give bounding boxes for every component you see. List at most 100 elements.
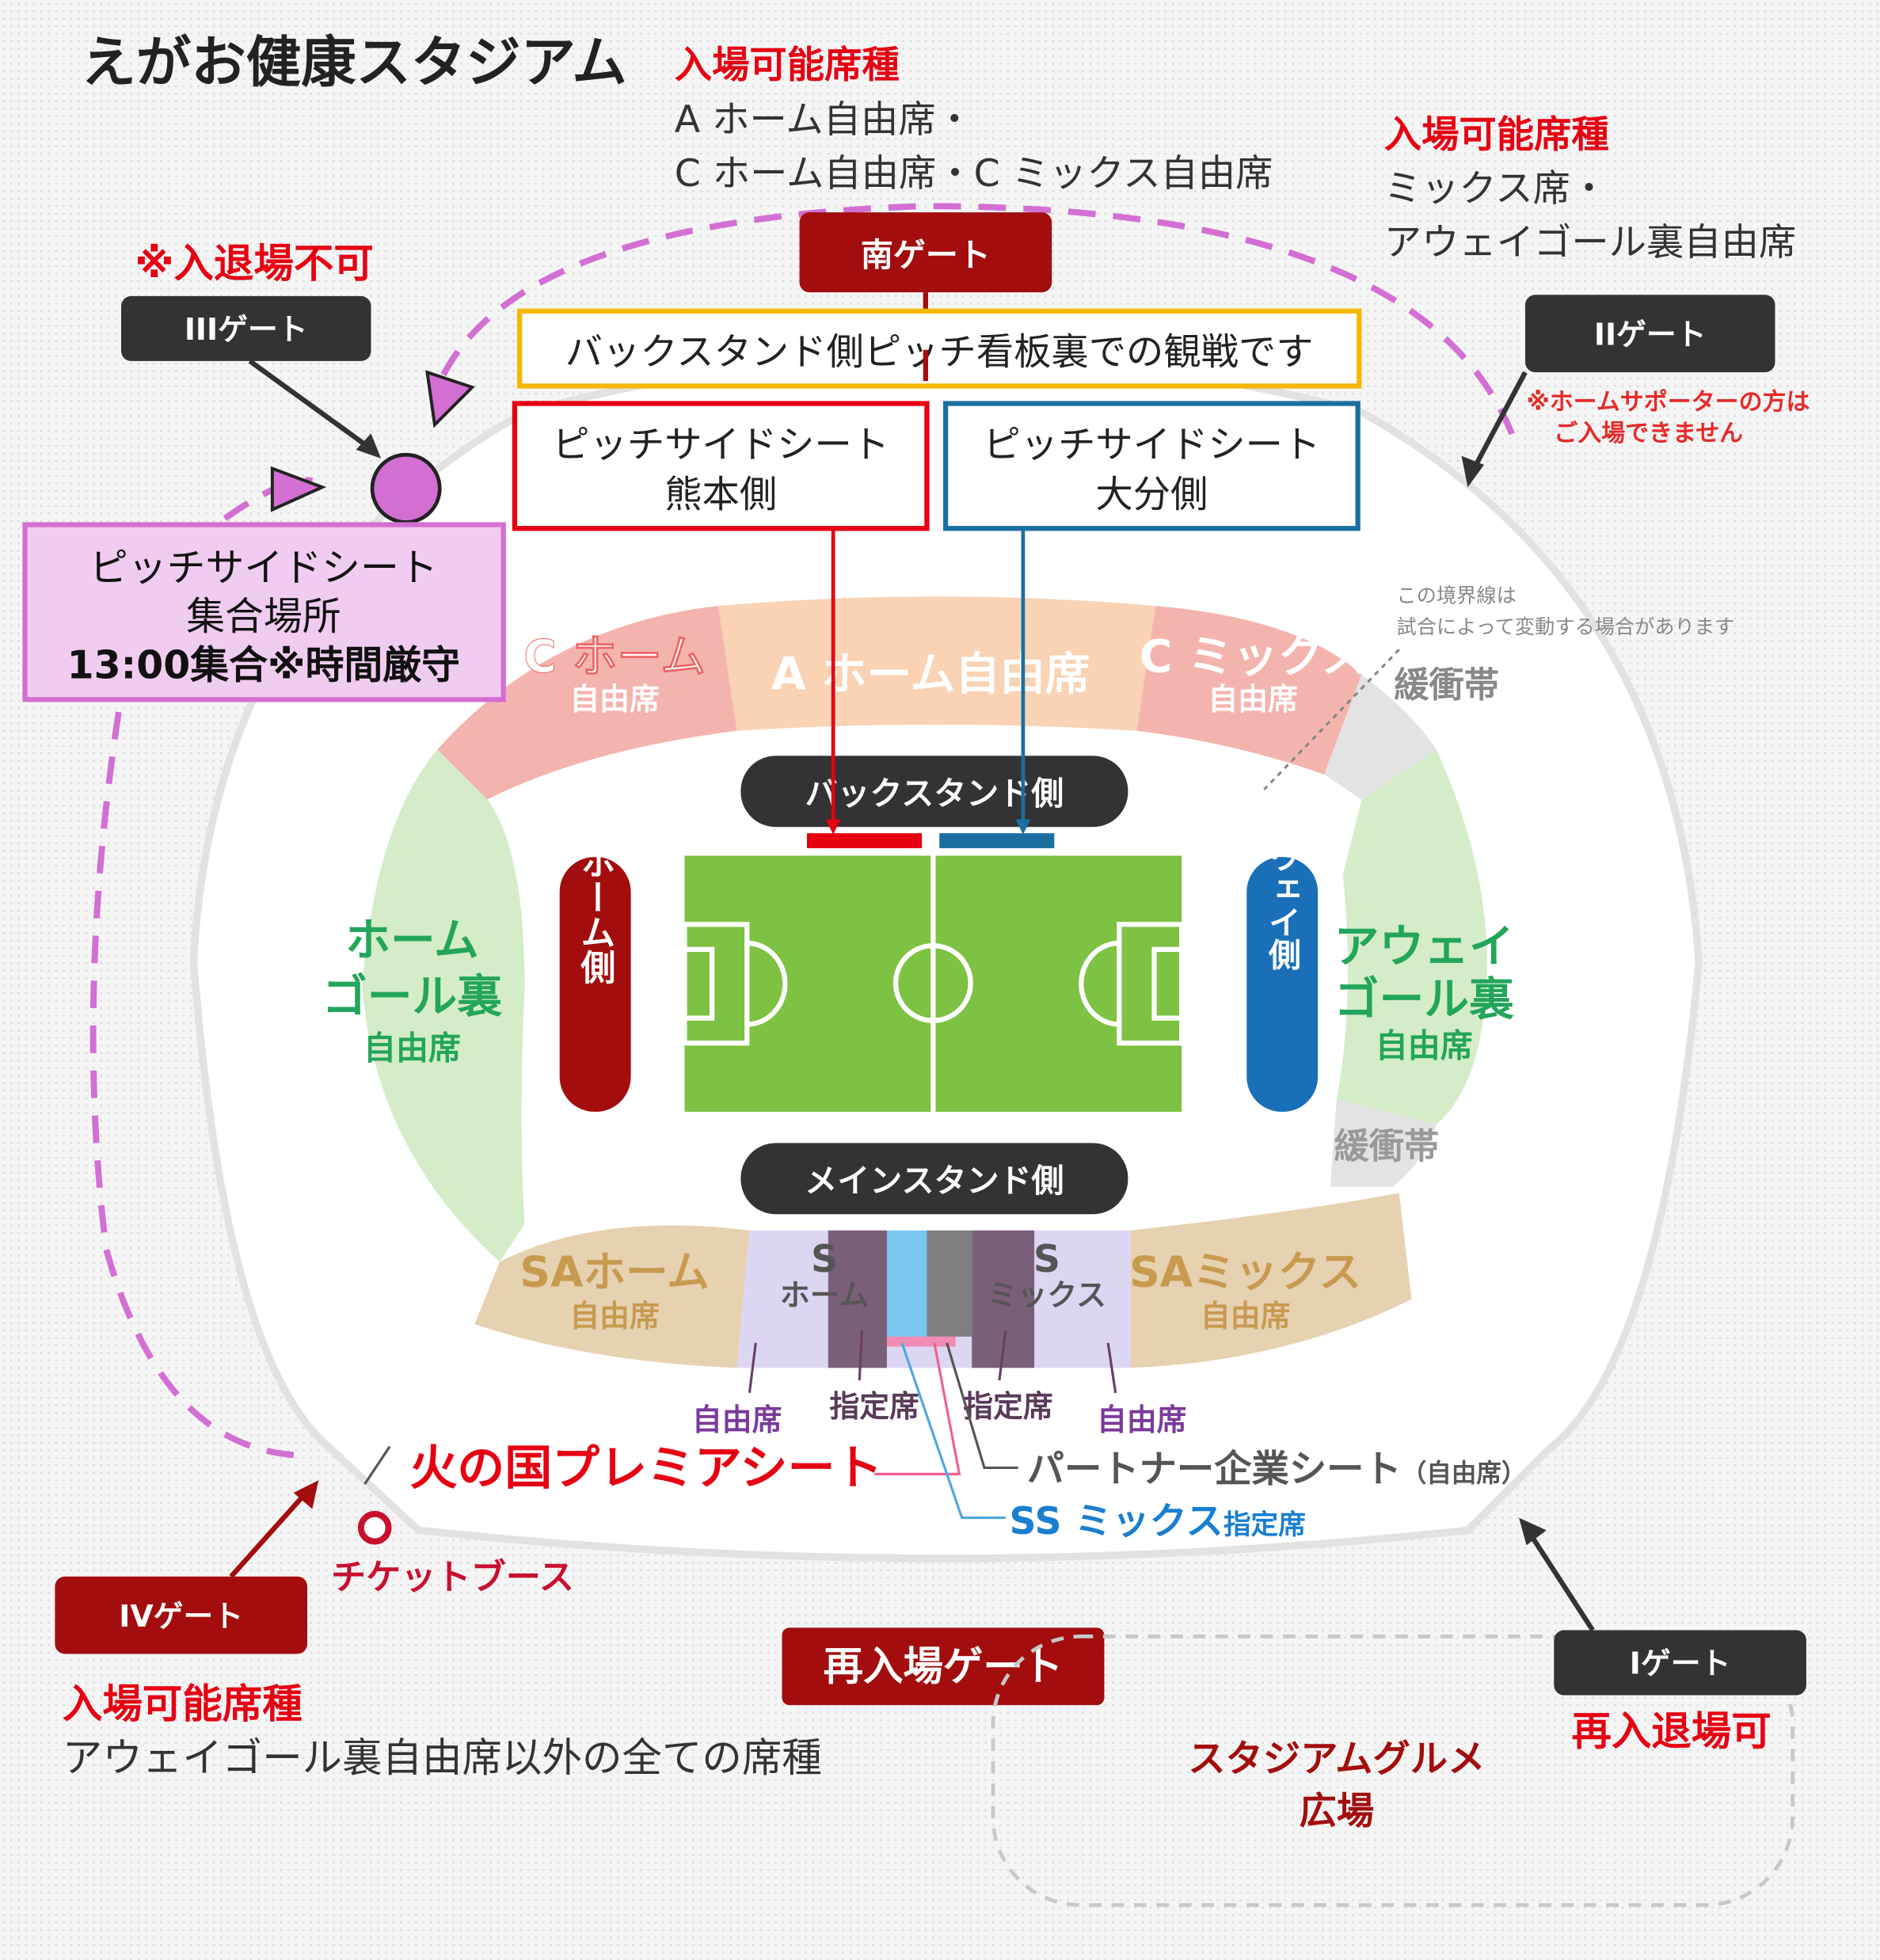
reserved-seat-label-right: 指定席 bbox=[963, 1389, 1053, 1424]
c-home-label: C ホーム bbox=[523, 631, 706, 683]
section-premier bbox=[886, 1336, 956, 1347]
gate3-badge bbox=[121, 295, 371, 361]
bottom-leaders bbox=[363, 1342, 1018, 1520]
ss-mix-label: SS ミックス指定席 bbox=[1010, 1500, 1306, 1543]
south-entry-label: 入場可能席種 bbox=[675, 44, 900, 87]
section-c-mix bbox=[1136, 606, 1362, 775]
s-mix-label-2: ミックス bbox=[988, 1277, 1106, 1312]
gate2-note-1: ※ホームサポーターの方は bbox=[1527, 388, 1810, 416]
back-stand-pill bbox=[740, 755, 1128, 828]
premier-seat-label: 火の国プレミアシート bbox=[409, 1441, 882, 1496]
gourmet-area bbox=[991, 1635, 1794, 1907]
gate4-badge bbox=[55, 1576, 308, 1654]
a-home-label: A ホーム自由席 bbox=[771, 649, 1090, 701]
section-home-goal bbox=[362, 749, 525, 1262]
boundary-note-2: 試合によって変動する場合があります bbox=[1397, 615, 1735, 638]
gate4-entry-label: 入場可能席種 bbox=[63, 1680, 303, 1727]
section-sa-mix bbox=[1130, 1193, 1412, 1368]
sa-home-label: SAホーム bbox=[519, 1247, 709, 1297]
home-side-pill bbox=[559, 857, 631, 1112]
gate1-arrow bbox=[1519, 1517, 1595, 1632]
meeting-box bbox=[22, 522, 506, 702]
section-s-home-reserved bbox=[828, 1230, 887, 1368]
s-home-label-1: S bbox=[811, 1238, 838, 1281]
pitch bbox=[682, 855, 1185, 1112]
s-home-label-2: ホーム bbox=[780, 1277, 869, 1312]
meeting-line1: ピッチサイドシート bbox=[89, 546, 438, 591]
meeting-line3: 13:00集合※時間厳守 bbox=[67, 643, 460, 688]
free-seat-label-right: 自由席 bbox=[1097, 1402, 1187, 1437]
sa-mix-sub: 自由席 bbox=[1201, 1299, 1291, 1334]
partner-seat-label: パートナー企業シート（自由席） bbox=[1027, 1448, 1527, 1491]
section-ss-home bbox=[886, 1230, 927, 1337]
main-stand-pill bbox=[740, 1143, 1128, 1215]
pitchside-kumamoto-line1: ピッチサイドシート bbox=[552, 423, 889, 466]
gate1-badge bbox=[1554, 1630, 1806, 1695]
free-seat-label-left: 自由席 bbox=[692, 1402, 782, 1437]
ss-mix-sub: 指定席 bbox=[1224, 1509, 1306, 1541]
partner-seat-sub: （自由席） bbox=[1402, 1459, 1527, 1488]
gate3-note: ※入退場不可 bbox=[135, 240, 373, 287]
backstand-note: バックスタンド側ピッチ看板裏での観戦です bbox=[565, 331, 1314, 375]
south-gate-badge bbox=[799, 212, 1052, 293]
meeting-point-marker bbox=[370, 452, 442, 524]
section-ss-mix bbox=[927, 1230, 972, 1337]
reentry-gate-label: 再入場ゲート bbox=[824, 1643, 1064, 1690]
pitchside-oita-box bbox=[942, 401, 1361, 531]
gate2-badge bbox=[1525, 295, 1775, 373]
pitchside-oita-arrow bbox=[1015, 528, 1031, 835]
gate2-arrow bbox=[1461, 371, 1528, 488]
direction-arrow-icon bbox=[425, 370, 475, 428]
ticket-booth-icon bbox=[357, 1510, 392, 1545]
meeting-route bbox=[440, 203, 1521, 451]
seat-type-leaders bbox=[748, 1330, 1117, 1394]
pitchside-oita-line1: ピッチサイドシート bbox=[983, 423, 1320, 466]
c-home-sub: 自由席 bbox=[569, 682, 660, 717]
sa-home-sub: 自由席 bbox=[569, 1299, 660, 1334]
backstand-note-box bbox=[517, 308, 1362, 389]
boundary-note-1: この境界線は bbox=[1397, 584, 1517, 607]
page-title: えがお健康スタジアム bbox=[82, 32, 627, 95]
section-a-home bbox=[718, 596, 1156, 731]
gate4-label: IVゲート bbox=[119, 1599, 243, 1634]
pitchside-kumamoto-line2: 熊本側 bbox=[664, 473, 777, 516]
south-entry-line2: C ホーム自由席・C ミックス自由席 bbox=[675, 152, 1273, 196]
buffer-label-top: 緩衝帯 bbox=[1394, 665, 1498, 706]
sa-mix-label: SAミックス bbox=[1129, 1247, 1361, 1297]
back-stand-label: バックスタンド側 bbox=[805, 774, 1064, 813]
pitchside-oita-line2: 大分側 bbox=[1095, 473, 1208, 516]
section-c-home bbox=[437, 606, 737, 800]
ticket-booth-label: チケットブース bbox=[331, 1557, 574, 1597]
gate2-note-2: ご入場できません bbox=[1554, 420, 1743, 447]
gate3-label: IIIゲート bbox=[185, 312, 308, 347]
pitchside-kumamoto-box bbox=[512, 401, 930, 531]
gourmet-label-1: スタジアムグルメ bbox=[1188, 1737, 1485, 1781]
gate2-label: IIゲート bbox=[1594, 317, 1707, 352]
away-goal-label-1: アウェイ bbox=[1334, 921, 1514, 973]
south-entry-line1: A ホーム自由席・ bbox=[675, 98, 973, 142]
home-goal-label-1: ホーム bbox=[345, 915, 479, 967]
away-side-label: アウェイ側 bbox=[1262, 809, 1302, 971]
c-mix-label: C ミックス bbox=[1140, 631, 1367, 683]
east-entry-label: 入場可能席種 bbox=[1384, 113, 1609, 157]
away-goal-label-2: ゴール裏 bbox=[1334, 973, 1514, 1026]
ss-mix-main: SS ミックス bbox=[1010, 1500, 1224, 1543]
s-mix-label-1: S bbox=[1033, 1238, 1060, 1281]
gate4-arrow bbox=[229, 1480, 319, 1578]
meeting-line2: 集合場所 bbox=[186, 594, 341, 639]
gate4-entry-text: アウェイゴール裏自由席以外の全ての席種 bbox=[63, 1734, 822, 1781]
reentry-gate-badge bbox=[782, 1627, 1105, 1706]
reserved-seat-label-left: 指定席 bbox=[829, 1389, 919, 1424]
home-goal-label-3: 自由席 bbox=[363, 1029, 461, 1068]
away-side-pill bbox=[1246, 857, 1319, 1112]
south-gate-label: 南ゲート bbox=[861, 236, 991, 274]
gourmet-label-2: 広場 bbox=[1300, 1790, 1375, 1833]
away-goal-label-3: 自由席 bbox=[1376, 1027, 1473, 1065]
buffer-label-bottom: 緩衝帯 bbox=[1334, 1126, 1439, 1166]
main-stand-label: メインスタンド側 bbox=[805, 1162, 1064, 1200]
home-side-label: ホーム側 bbox=[574, 844, 616, 984]
section-buffer-bottom bbox=[1330, 1099, 1437, 1187]
pitchside-kumamoto-arrow bbox=[825, 528, 841, 835]
gate1-note: 再入退場可 bbox=[1571, 1708, 1771, 1755]
